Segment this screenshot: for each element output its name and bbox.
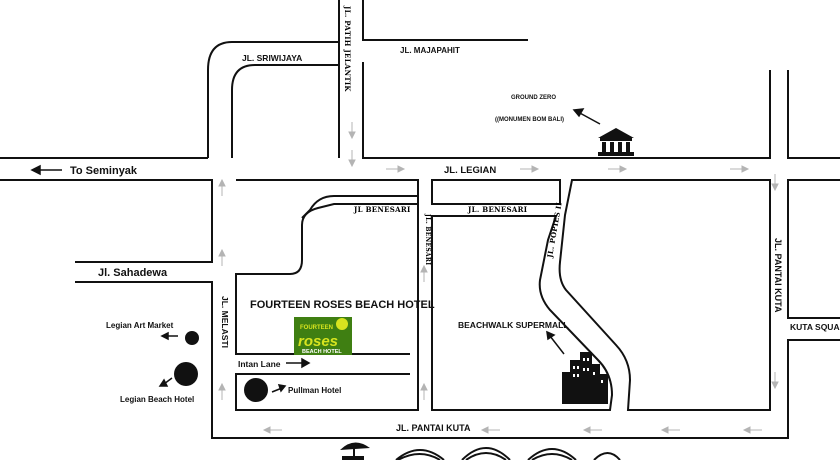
arrow-right bbox=[386, 165, 406, 173]
hotel-name-label: FOURTEEN ROSES BEACH HOTEL bbox=[250, 299, 435, 311]
block-edge bbox=[431, 215, 614, 411]
arrow-left bbox=[742, 426, 762, 434]
road-edge bbox=[75, 281, 840, 439]
road-edge bbox=[787, 179, 840, 319]
road-edge bbox=[362, 0, 528, 41]
beachwalk-arrow bbox=[546, 330, 565, 355]
monumen-label: ((MONUMEN BOM BALI) bbox=[495, 117, 564, 123]
to-seminyak-arrow bbox=[30, 164, 62, 176]
beach-umbrella-icon bbox=[340, 442, 370, 460]
arrow-left bbox=[480, 426, 500, 434]
to-seminyak-label: To Seminyak bbox=[70, 165, 138, 177]
road-edge bbox=[207, 41, 339, 158]
wave bbox=[527, 448, 577, 460]
monument-icon bbox=[598, 128, 634, 156]
arrow-up bbox=[420, 382, 428, 400]
logo-big-text: roses bbox=[298, 333, 338, 350]
street-label-pantai-kuta-vertical: JL. PANTAI KUTA bbox=[773, 238, 783, 313]
block-edge bbox=[235, 203, 418, 355]
wave bbox=[395, 449, 445, 460]
pullman-arrow bbox=[271, 384, 287, 393]
intan-lane-arrow bbox=[286, 357, 311, 369]
street-label-benesari-2: JL. BENESARI bbox=[467, 205, 527, 214]
arrow-right bbox=[730, 165, 750, 173]
road-edge bbox=[787, 70, 840, 159]
street-label-legian: JL. LEGIAN bbox=[444, 165, 496, 176]
block-edge bbox=[558, 179, 771, 411]
beach-hotel-marker bbox=[174, 362, 198, 386]
street-label-majapahit: JL. MAJAPAHIT bbox=[400, 46, 460, 55]
art-market-label: Legian Art Market bbox=[106, 321, 174, 330]
arrow-down bbox=[771, 174, 779, 192]
street-label-melasti: JL. MELASTI bbox=[220, 296, 230, 348]
pullman-marker bbox=[244, 378, 268, 402]
ground-zero-arrow bbox=[572, 108, 601, 125]
art-market-marker bbox=[185, 331, 199, 345]
logo-small-text: FOURTEEN bbox=[300, 325, 333, 331]
street-label-benesari-1: JL BENESARI bbox=[353, 205, 411, 214]
wave bbox=[461, 447, 511, 460]
mall-buildings-icon bbox=[562, 352, 608, 404]
street-label-intan-lane: Intan Lane bbox=[238, 359, 281, 369]
street-label-pantai-kuta: JL. PANTAI KUTA bbox=[396, 423, 471, 433]
road-edge bbox=[231, 64, 339, 158]
street-label-sriwijaya: JL. SRIWIJAYA bbox=[242, 53, 302, 63]
logo-sub-text: BEACH HOTEL bbox=[302, 349, 342, 355]
beach-hotel-arrow bbox=[158, 377, 173, 387]
beachwalk-label: BEACHWALK SUPERMALL bbox=[458, 320, 569, 330]
road-edge bbox=[0, 179, 213, 263]
arrow-right bbox=[608, 165, 628, 173]
street-label-benesari-vertical: JL. BENESARI bbox=[424, 213, 431, 265]
wave bbox=[593, 452, 621, 460]
pullman-label: Pullman Hotel bbox=[288, 386, 341, 395]
arrow-right bbox=[520, 165, 540, 173]
street-label-kuta-square: KUTA SQUA bbox=[790, 322, 840, 332]
block-edge bbox=[235, 179, 419, 411]
arrow-up bbox=[218, 248, 226, 266]
arrow-down bbox=[771, 372, 779, 390]
arrow-up bbox=[420, 264, 428, 282]
arrow-left bbox=[660, 426, 680, 434]
arrow-down bbox=[348, 122, 356, 140]
beach-hotel-label: Legian Beach Hotel bbox=[120, 395, 194, 404]
arrow-up bbox=[218, 382, 226, 400]
arrow-up bbox=[218, 178, 226, 196]
grey-arrows bbox=[218, 122, 779, 434]
street-label-sahadewa: Jl. Sahadewa bbox=[98, 267, 168, 279]
arrow-left bbox=[582, 426, 602, 434]
road-edge bbox=[362, 62, 771, 159]
block-edge bbox=[431, 179, 561, 205]
arrow-down bbox=[348, 150, 356, 168]
block-edge bbox=[301, 180, 419, 219]
hotel-logo: FOURTEEN roses BEACH HOTEL bbox=[294, 317, 352, 355]
street-label-patih-jelantik: JL. PATIH JELANTIK bbox=[343, 5, 352, 92]
ground-zero-label: GROUND ZERO bbox=[511, 95, 556, 101]
arrow-left bbox=[262, 426, 282, 434]
art-market-arrow bbox=[160, 331, 178, 341]
black-arrows bbox=[30, 108, 601, 393]
